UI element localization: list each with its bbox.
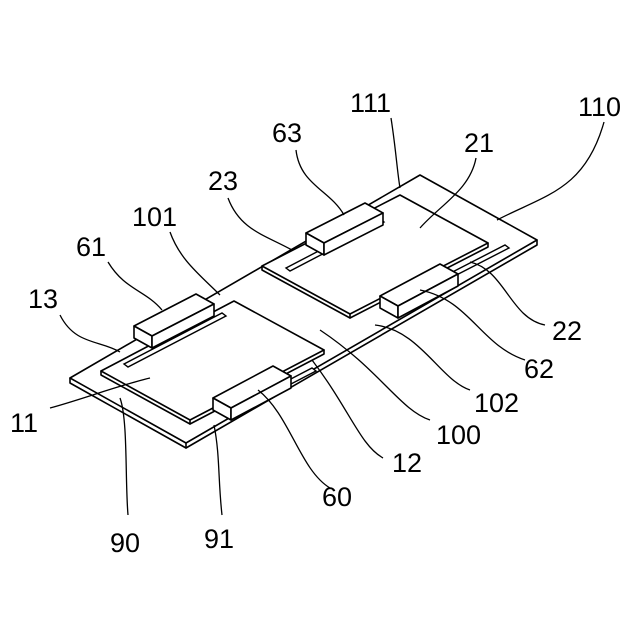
- label-23: 23: [208, 166, 238, 196]
- label-111: 111: [350, 88, 391, 118]
- label-11: 11: [10, 408, 38, 438]
- label-102: 102: [474, 388, 519, 418]
- label-91: 91: [204, 524, 234, 554]
- label-60: 60: [322, 482, 352, 512]
- label-63: 63: [272, 118, 302, 148]
- label-12: 12: [392, 448, 422, 478]
- label-22: 22: [552, 316, 582, 346]
- label-13: 13: [28, 284, 58, 314]
- label-110: 110: [578, 92, 621, 122]
- label-101: 101: [132, 202, 177, 232]
- label-100: 100: [436, 420, 481, 450]
- label-62: 62: [524, 354, 554, 384]
- label-21: 21: [464, 128, 494, 158]
- label-90: 90: [110, 528, 140, 558]
- label-61: 61: [76, 232, 106, 262]
